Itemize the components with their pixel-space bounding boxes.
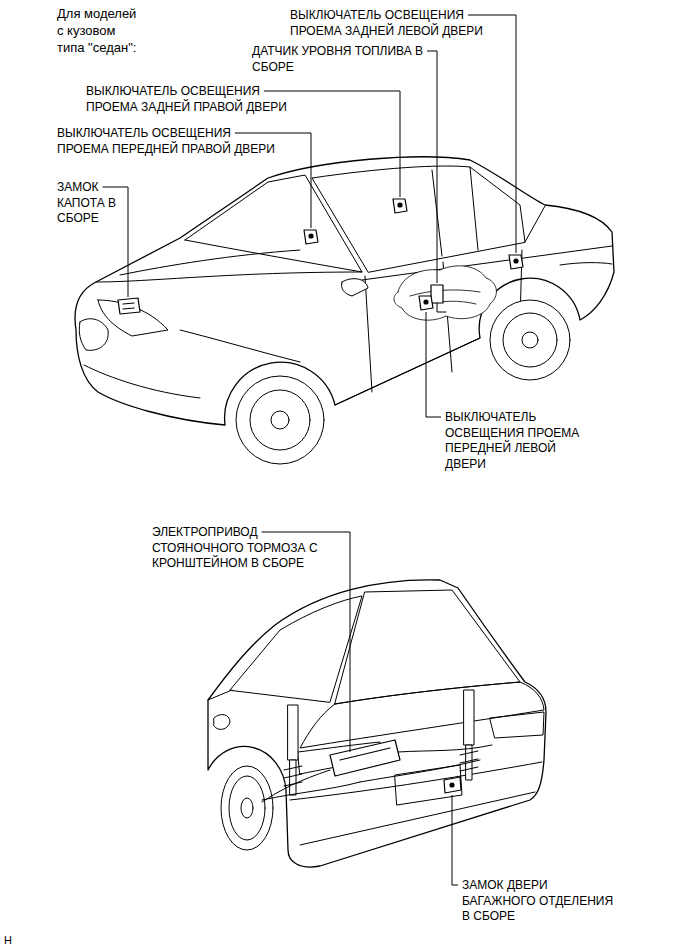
sedan-front-view xyxy=(180,330,300,362)
sedan-rear-view xyxy=(229,776,265,840)
sedan-rear-view xyxy=(208,580,546,867)
sedan-front-view xyxy=(312,166,525,272)
sedan-rear-view xyxy=(300,682,544,748)
sedan-rear-view xyxy=(221,766,273,850)
sedan-rear-view xyxy=(208,690,232,700)
sedan-front-view xyxy=(84,365,200,398)
sedan-front-view xyxy=(365,276,372,392)
part-label: ВЫКЛЮЧАТЕЛЬ ОСВЕЩЕНИЯ ПРОЕМА ЗАДНЕЙ ЛЕВО… xyxy=(290,8,502,39)
sedan-front-view xyxy=(470,167,478,250)
courtesy-switch xyxy=(514,259,518,263)
sedan-front-view xyxy=(490,300,570,380)
courtesy-switch xyxy=(509,255,523,269)
part-label: ВЫКЛЮЧАТЕЛЬ ОСВЕЩЕНИЯ ПРОЕМА ПЕРЕДНЕЙ ЛЕ… xyxy=(445,410,591,472)
courtesy-switch xyxy=(309,234,313,238)
courtesy-switch xyxy=(304,199,523,310)
fuel-tank xyxy=(394,266,496,320)
part-label: ВЫКЛЮЧАТЕЛЬ ОСВЕЩЕНИЯ ПРОЕМА ПЕРЕДНЕЙ ПР… xyxy=(57,126,283,157)
courtesy-switch xyxy=(393,199,407,213)
leader-line xyxy=(426,312,441,417)
part-label: ЗАМОК ДВЕРИ БАГАЖНОГО ОТДЕЛЕНИЯ В СБОРЕ xyxy=(462,878,622,925)
trunk-lock xyxy=(450,783,454,787)
sedan-rear-view xyxy=(300,792,535,845)
sedan-front-view xyxy=(503,313,557,367)
figure-code: H xyxy=(4,933,34,947)
parking-brake-actuator xyxy=(330,740,400,776)
sedan-front-view xyxy=(560,263,612,265)
diagram-title: Для моделей с кузовом типа "седан": xyxy=(57,6,145,57)
sedan-front-view xyxy=(525,206,545,242)
courtesy-switch xyxy=(304,230,318,244)
sedan-front-view xyxy=(271,411,289,429)
fuel-tank xyxy=(410,290,480,296)
shock-absorber xyxy=(284,766,302,786)
part-label: ДАТЧИК УРОВНЯ ТОПЛИВА В СБОРЕ xyxy=(252,44,447,75)
trunk-lock xyxy=(444,777,461,793)
courtesy-switch xyxy=(419,296,433,310)
rear-axle-and-cables xyxy=(262,770,330,802)
part-label: ЭЛЕКТРОПРИВОД СТОЯНОЧНОГО ТОРМОЗА С КРОН… xyxy=(152,525,337,572)
sedan-front-view xyxy=(335,338,480,405)
sedan-rear-view xyxy=(335,590,520,704)
shock-absorber xyxy=(290,760,296,795)
leader-line xyxy=(468,15,516,253)
fuel-level-sensor xyxy=(431,285,443,303)
hood-lock xyxy=(118,298,140,314)
trunk-lock xyxy=(444,777,461,793)
sedan-rear-view xyxy=(290,762,542,800)
leader-line xyxy=(452,795,458,885)
courtesy-switch xyxy=(398,203,402,207)
sedan-rear-view xyxy=(214,715,230,730)
sedan-front-view xyxy=(236,376,324,464)
sedan-front-view xyxy=(522,332,538,348)
sedan-front-view xyxy=(362,246,612,280)
shock-absorber xyxy=(284,690,478,795)
leader-line xyxy=(427,51,437,283)
sedan-front-view xyxy=(79,319,108,351)
fuel-level-sensor xyxy=(437,303,446,312)
hood-lock xyxy=(118,298,140,314)
sedan-rear-view xyxy=(241,798,253,818)
sedan-front-view xyxy=(250,390,310,450)
part-label: ЗАМОК КАПОТА В СБОРЕ xyxy=(57,180,132,227)
rear-axle-and-cables xyxy=(262,782,360,800)
fuel-tank xyxy=(394,266,496,320)
shock-absorber xyxy=(464,690,474,745)
courtesy-switch xyxy=(424,300,428,304)
shock-absorber xyxy=(288,705,298,760)
sedan-rear-view xyxy=(208,580,546,867)
sedan-rear-view xyxy=(490,712,544,738)
sedan-rear-view xyxy=(230,596,362,702)
sedan-front-view xyxy=(96,272,362,282)
parking-brake-actuator xyxy=(340,748,390,760)
sedan-front-view xyxy=(75,157,614,425)
sedan-front-view xyxy=(185,175,362,272)
part-label: ВЫКЛЮЧАТЕЛЬ ОСВЕЩЕНИЯ ПРОЕМА ЗАДНЕЙ ПРАВ… xyxy=(86,84,301,115)
sedan-front-view xyxy=(120,250,300,275)
hood-lock xyxy=(123,303,134,309)
parking-brake-actuator xyxy=(330,740,400,776)
sedan-front-view xyxy=(341,279,368,296)
rear-axle-and-cables xyxy=(398,745,492,752)
